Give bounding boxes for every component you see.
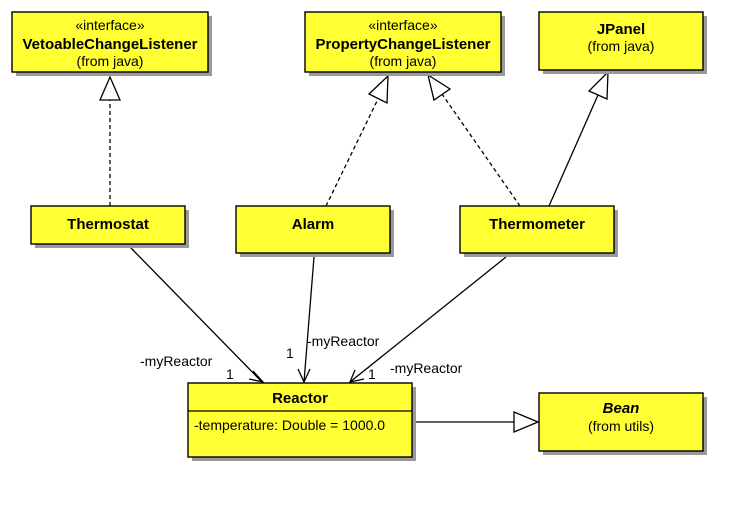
class-reactor[interactable]: Reactor -temperature: Double = 1000.0 <box>187 382 416 461</box>
vetoable-stereotype: «interface» <box>75 17 144 33</box>
alarm-multiplicity-label: 1 <box>286 345 294 361</box>
thermometer-role-label: -myReactor <box>390 360 463 376</box>
bean-name: Bean <box>603 400 640 417</box>
thermometer-extends-jpanel-edge <box>548 70 609 207</box>
thermostat-name: Thermostat <box>67 216 149 233</box>
class-property-change-listener[interactable]: «interface» PropertyChangeListener (from… <box>304 11 505 76</box>
thermometer-realizes-property-edge <box>426 73 521 207</box>
thermostat-realizes-vetoable-edge <box>99 75 121 206</box>
thermometer-multiplicity-label: 1 <box>368 366 376 382</box>
property-origin: (from java) <box>370 53 437 69</box>
reactor-extends-bean-edge <box>416 411 540 433</box>
property-name: PropertyChangeListener <box>315 36 490 53</box>
thermostat-reactor-association <box>130 247 265 384</box>
class-thermometer[interactable]: Thermometer <box>459 205 618 257</box>
thermometer-name: Thermometer <box>489 216 585 233</box>
class-alarm[interactable]: Alarm <box>235 205 394 257</box>
vetoable-origin: (from java) <box>77 53 144 69</box>
class-bean[interactable]: Bean (from utils) <box>538 392 707 455</box>
alarm-name: Alarm <box>292 216 335 233</box>
jpanel-name: JPanel <box>597 21 645 38</box>
alarm-realizes-property-edge <box>325 74 389 207</box>
vetoable-name: VetoableChangeListener <box>22 36 197 53</box>
class-jpanel[interactable]: JPanel (from java) <box>538 11 707 74</box>
reactor-name: Reactor <box>272 390 328 407</box>
thermometer-reactor-association <box>348 256 507 383</box>
jpanel-origin: (from java) <box>588 38 655 54</box>
thermostat-role-label: -myReactor <box>140 353 213 369</box>
property-stereotype: «interface» <box>368 17 437 33</box>
bean-origin: (from utils) <box>588 418 654 434</box>
alarm-role-label: -myReactor <box>307 333 380 349</box>
class-vetoable-change-listener[interactable]: «interface» VetoableChangeListener (from… <box>11 11 212 76</box>
alarm-reactor-association <box>297 256 315 384</box>
reactor-attribute-temperature: -temperature: Double = 1000.0 <box>194 417 385 433</box>
thermostat-multiplicity-label: 1 <box>226 366 234 382</box>
class-thermostat[interactable]: Thermostat <box>30 205 189 248</box>
